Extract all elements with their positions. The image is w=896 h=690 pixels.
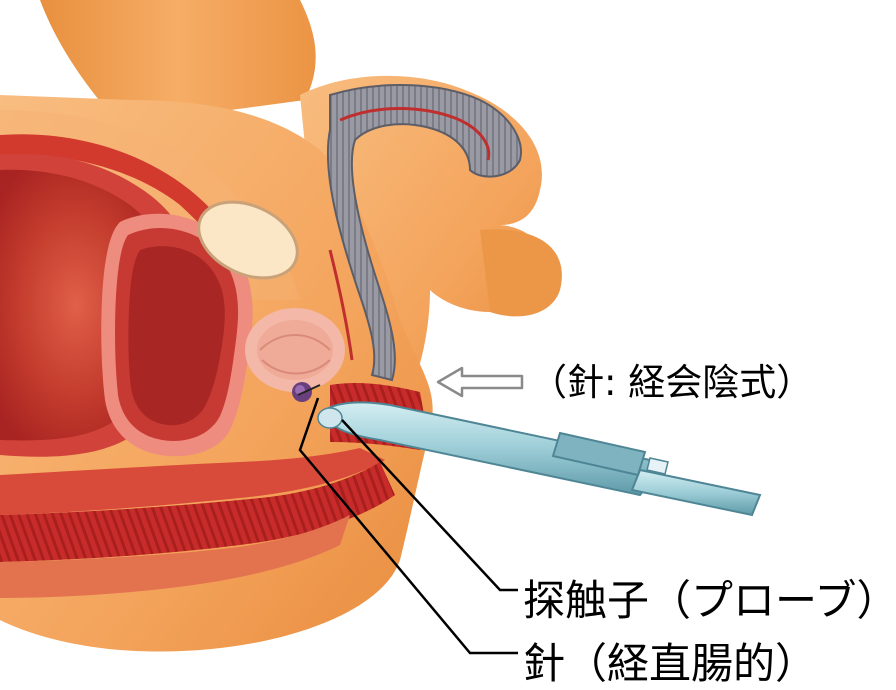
perineal-needle-label: （針: 経会陰式） bbox=[530, 364, 813, 401]
perineal-arrow-icon bbox=[438, 368, 522, 396]
transrectal-needle-label: 針（経直腸的） bbox=[523, 643, 817, 685]
probe-label: 探触子（プローブ） bbox=[523, 580, 896, 622]
